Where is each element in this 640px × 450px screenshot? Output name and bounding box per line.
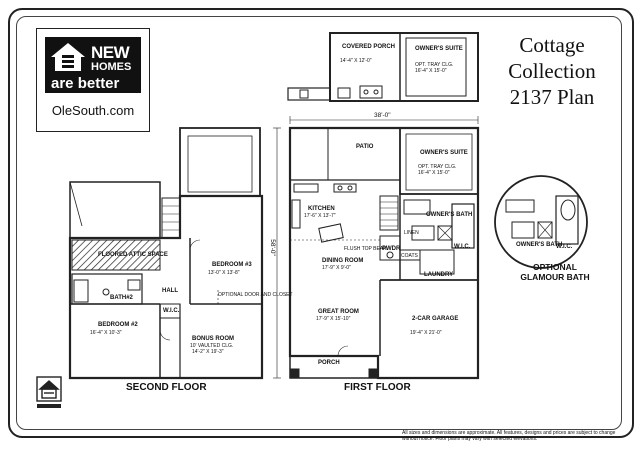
disclaimer-text: All sizes and dimensions are approximate… — [402, 430, 616, 442]
first-floor-depth: 58'-0" — [268, 239, 276, 256]
wic-label: W.I.C. — [454, 244, 471, 250]
flush-top-beam-label: FLUSH TOP BEAM — [344, 246, 388, 252]
bonus-room-dims: 14'-2" X 19'-3" — [192, 349, 224, 355]
glamour-caption-line-1: OPTIONAL — [533, 262, 577, 272]
hall-label: HALL — [162, 288, 178, 294]
title-line-2: Collection — [508, 59, 596, 83]
covered-porch-dims: 14'-4" X 12'-0" — [340, 58, 372, 64]
bedroom2-label: BEDROOM #2 — [98, 322, 138, 328]
second-floor-label: SECOND FLOOR — [126, 382, 207, 393]
floored-attic-label: FLOORED ATTIC SPACE — [98, 252, 168, 258]
kitchen-dims: 17'-6" X 13'-7" — [304, 213, 336, 219]
optional-glamour-bath-detail — [494, 175, 588, 269]
owners-bath-label: OWNER'S BATH — [426, 212, 473, 218]
owners-suite-top-tray: OPT. TRAY CLG. — [415, 62, 454, 68]
owners-suite-top-dims: 16'-4" X 15'-0" — [415, 68, 447, 74]
porch-label: PORCH — [318, 360, 340, 366]
hall-closet-label: W.I.C. — [163, 308, 180, 314]
title-line-3: 2137 Plan — [509, 85, 595, 109]
first-floor-width: 38'-0" — [374, 112, 391, 119]
dining-room-label: DINING ROOM — [322, 258, 364, 264]
owners-suite-tray: OPT. TRAY CLG. — [418, 164, 457, 170]
bedroom3-label: BEDROOM #3 — [212, 262, 252, 268]
owners-suite-top-label: OWNER'S SUITE — [415, 46, 463, 52]
optional-glamour-bath-caption: OPTIONAL GLAMOUR BATH — [500, 262, 610, 282]
pwdr-label: PWDR — [382, 246, 401, 252]
second-floor-plan — [68, 127, 264, 380]
logo-homes: HOMES — [91, 61, 132, 73]
bedroom3-dims: 13'-0" X 13'-8" — [208, 270, 240, 276]
great-room-dims: 17'-9" X 15'-10" — [316, 316, 351, 322]
garage-dims: 19'-4" X 21'-0" — [410, 330, 442, 336]
first-floor-label: FIRST FLOOR — [344, 382, 411, 393]
bedroom2-dims: 16'-4" X 10'-3" — [90, 330, 122, 336]
owners-suite-dims: 16'-4" X 15'-0" — [418, 170, 450, 176]
glamour-caption-line-2: GLAMOUR BATH — [520, 272, 590, 282]
covered-porch-label: COVERED PORCH — [342, 44, 396, 50]
laundry-label: LAUNDRY — [424, 272, 454, 278]
linen-label: LINEN — [404, 230, 419, 236]
bath2-label: BATH#2 — [110, 295, 133, 301]
title-line-1: Cottage — [519, 33, 585, 57]
page-border-inner — [16, 16, 622, 430]
kitchen-label: KITCHEN — [308, 206, 335, 212]
dining-room-dims: 17'-9" X 9'-0" — [322, 265, 351, 271]
logo-are-better: are better — [51, 75, 120, 92]
great-room-label: GREAT ROOM — [318, 309, 359, 315]
owners-suite-label: OWNER'S SUITE — [420, 150, 468, 156]
patio-label: PATIO — [356, 144, 374, 150]
page-border-outer — [8, 8, 634, 438]
covered-porch-option-plan — [287, 32, 479, 102]
glamour-wic-label: W.I.C. — [556, 244, 573, 250]
glamour-bath-room-label: OWNER'S BATH — [516, 242, 563, 248]
equal-housing-icon — [36, 376, 62, 408]
plan-title: Cottage Collection 2137 Plan — [496, 32, 608, 110]
bonus-room-label: BONUS ROOM — [192, 336, 234, 342]
optional-door-label: OPTIONAL DOOR AND CLOSET — [218, 292, 293, 298]
logo-new: NEW — [91, 43, 130, 62]
coats-label: COATS — [401, 253, 418, 259]
logo-banner: NEW HOMES are better — [45, 37, 141, 93]
logo-url[interactable]: OleSouth.com — [51, 103, 135, 118]
bonus-room-vault: 10' VAULTED CLG. — [190, 343, 234, 349]
builder-logo[interactable]: NEW HOMES are better OleSouth.com — [36, 28, 150, 132]
first-floor-plan — [273, 116, 480, 380]
garage-label: 2-CAR GARAGE — [412, 316, 459, 322]
house-icon — [51, 43, 85, 71]
